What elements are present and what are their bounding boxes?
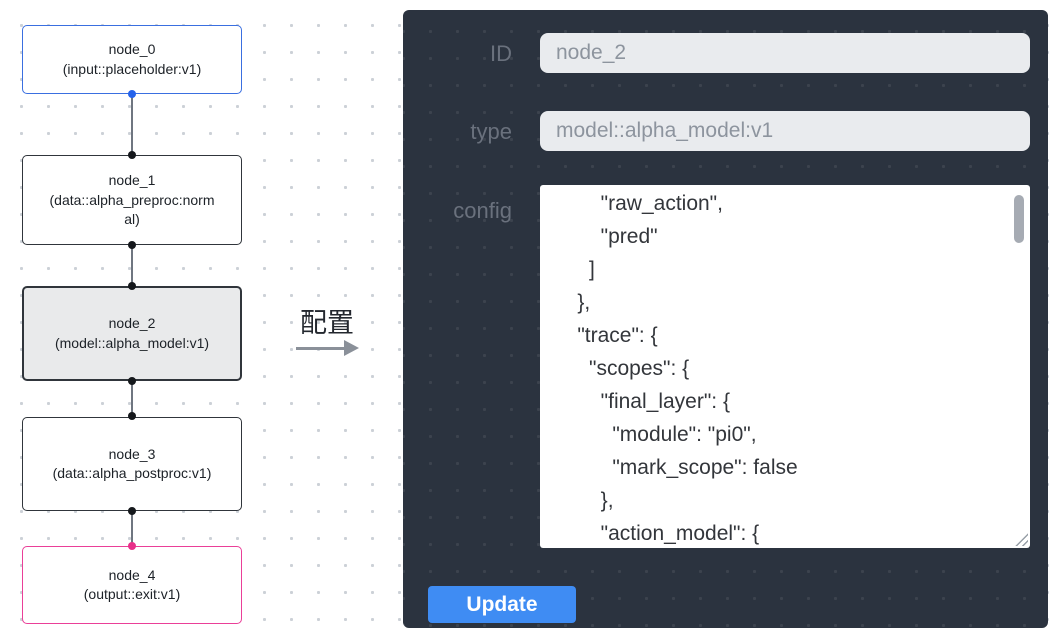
edge-node2-node3 bbox=[131, 381, 133, 417]
port-dot-node0-out[interactable] bbox=[128, 90, 136, 98]
update-button[interactable]: Update bbox=[428, 586, 576, 623]
type-input[interactable] bbox=[540, 111, 1030, 151]
flow-node-node_4[interactable]: node_4 (output::exit:v1) bbox=[22, 546, 242, 624]
node-title: node_4 bbox=[108, 566, 156, 583]
id-input[interactable] bbox=[540, 33, 1030, 73]
port-dot-node2-out[interactable] bbox=[128, 377, 136, 385]
port-dot-node1-in[interactable] bbox=[128, 151, 136, 159]
node-subtitle: (input::placeholder:v1) bbox=[62, 60, 202, 77]
port-dot-node3-in[interactable] bbox=[128, 412, 136, 420]
type-field-label: type bbox=[470, 119, 512, 144]
node-config-panel: ID type config "raw_action", "pred" ] },… bbox=[403, 10, 1048, 628]
config-json-text[interactable]: "raw_action", "pred" ] }, "trace": { "sc… bbox=[577, 192, 798, 545]
edge-node0-node1 bbox=[131, 94, 133, 155]
flow-node-node_2-selected[interactable]: node_2 (model::alpha_model:v1) bbox=[22, 286, 242, 381]
node-title: node_0 bbox=[108, 41, 156, 58]
port-dot-node3-out[interactable] bbox=[128, 507, 136, 515]
port-dot-node2-in[interactable] bbox=[128, 282, 136, 290]
node-subtitle: (model::alpha_model:v1) bbox=[54, 334, 210, 351]
right-arrow-icon bbox=[296, 340, 360, 356]
config-scrollbar[interactable] bbox=[1013, 189, 1025, 544]
flow-node-node_1[interactable]: node_1 (data::alpha_preproc:normal) bbox=[22, 155, 242, 245]
port-dot-node4-in[interactable] bbox=[128, 542, 136, 550]
arrow-shaft bbox=[296, 346, 345, 350]
edge-node1-node2 bbox=[131, 245, 133, 286]
arrow-head bbox=[344, 340, 359, 356]
node-title: node_1 bbox=[108, 172, 156, 189]
node-subtitle: (output::exit:v1) bbox=[83, 586, 181, 603]
id-field-label: ID bbox=[490, 41, 512, 66]
node-subtitle: (data::alpha_preproc:normal) bbox=[49, 191, 215, 227]
node-subtitle: (data::alpha_postproc:v1) bbox=[52, 465, 212, 482]
config-arrow-label: 配置 bbox=[300, 308, 354, 338]
port-dot-node1-out[interactable] bbox=[128, 241, 136, 249]
flow-node-node_0[interactable]: node_0 (input::placeholder:v1) bbox=[22, 25, 242, 94]
flow-node-node_3[interactable]: node_3 (data::alpha_postproc:v1) bbox=[22, 417, 242, 511]
node-title: node_3 bbox=[108, 445, 156, 462]
config-scrollbar-thumb[interactable] bbox=[1014, 195, 1024, 243]
config-field-label: config bbox=[453, 198, 512, 223]
edge-node3-node4 bbox=[131, 511, 133, 546]
node-title: node_2 bbox=[108, 315, 156, 332]
config-editor[interactable]: "raw_action", "pred" ] }, "trace": { "sc… bbox=[540, 185, 1030, 548]
